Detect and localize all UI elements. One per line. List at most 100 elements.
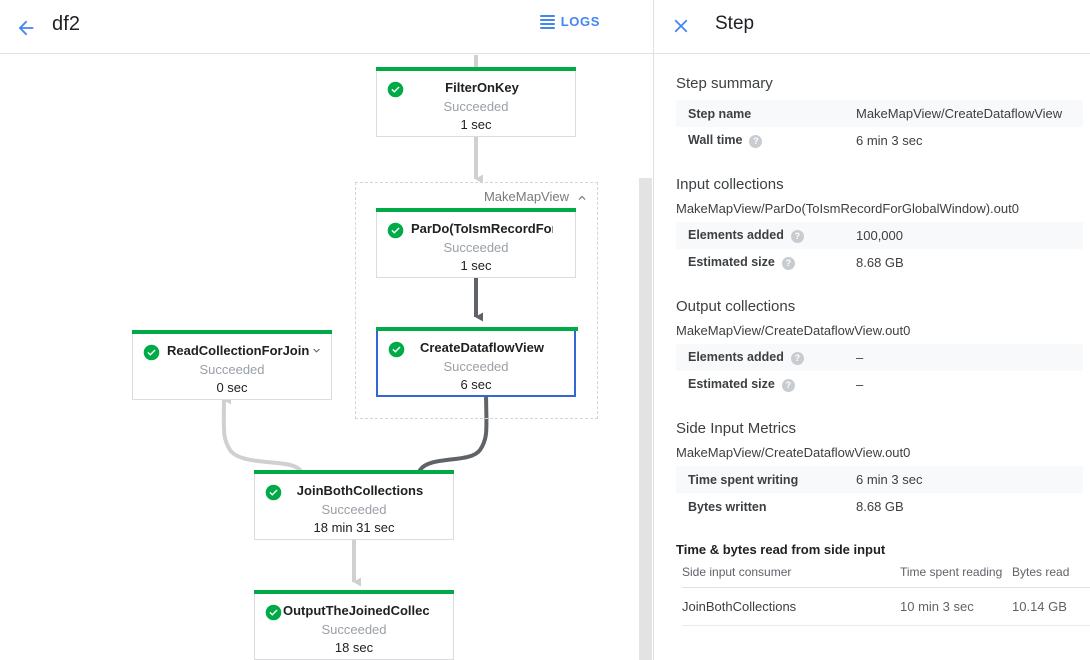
help-icon[interactable]: ? <box>781 378 795 392</box>
cell-time-spent-reading: 10 min 3 sec <box>900 587 1012 626</box>
section-title-output-collections: Output collections <box>676 298 796 315</box>
column-header-bytes-read: Bytes read <box>1012 561 1090 588</box>
cell-consumer: JoinBothCollections <box>682 587 900 626</box>
row-value: 6 min 3 sec <box>856 133 923 148</box>
step-details-panel: Step Step summary Step name MakeMapView/… <box>653 0 1090 660</box>
job-graph-header: df2 LOGS <box>0 0 653 54</box>
help-icon[interactable]: ? <box>749 134 763 148</box>
side-input-collection-name: MakeMapView/CreateDataflowView.out0 <box>676 445 911 460</box>
table-row: Elements added? 100,000 <box>676 222 1083 249</box>
check-circle-icon <box>265 604 282 621</box>
row-key-label: Estimated size <box>688 255 775 270</box>
row-key-label: Time spent writing <box>688 472 799 487</box>
help-icon[interactable]: ? <box>790 229 804 243</box>
node-duration: 1 sec <box>460 258 492 273</box>
node-name: FilterOnKey <box>445 80 519 95</box>
graph-node-pardo[interactable]: ParDo(ToIsmRecordFor… Succeeded 1 sec <box>376 208 576 278</box>
row-key-label: Estimated size <box>688 377 775 392</box>
output-collection-name: MakeMapView/CreateDataflowView.out0 <box>676 323 911 338</box>
row-value: 100,000 <box>856 228 903 243</box>
column-header-consumer: Side input consumer <box>682 561 900 588</box>
row-key-label: Elements added <box>688 228 784 243</box>
section-title-input-collections: Input collections <box>676 176 784 193</box>
step-summary-table: Step name MakeMapView/CreateDataflowView… <box>676 100 1083 154</box>
check-circle-icon <box>387 222 404 239</box>
graph-node-filteronkey[interactable]: FilterOnKey Succeeded 1 sec <box>376 67 576 137</box>
table-header-row: Side input consumer Time spent reading B… <box>682 561 1090 588</box>
graph-node-createdataflowview[interactable]: CreateDataflowView Succeeded 6 sec <box>376 327 578 397</box>
help-icon[interactable]: ? <box>781 256 795 270</box>
chevron-down-icon[interactable] <box>310 344 323 357</box>
back-arrow-icon[interactable] <box>10 12 42 44</box>
node-duration: 1 sec <box>460 117 492 132</box>
table-row: Bytes written 8.68 GB <box>676 493 1083 520</box>
table-row: Estimated size? 8.68 GB <box>676 249 1083 276</box>
table-row: Wall time? 6 min 3 sec <box>676 127 1083 154</box>
step-details-body: Step summary Step name MakeMapView/Creat… <box>654 55 1090 660</box>
row-value: 6 min 3 sec <box>856 472 923 487</box>
table-row: JoinBothCollections 10 min 3 sec 10.14 G… <box>682 587 1090 626</box>
help-icon[interactable]: ? <box>790 351 804 365</box>
graph-node-joinbothcollections[interactable]: JoinBothCollections Succeeded 18 min 31 … <box>254 470 454 540</box>
check-circle-icon <box>265 484 282 501</box>
logs-button[interactable]: LOGS <box>539 14 600 29</box>
node-status: Succeeded <box>443 99 509 114</box>
row-key: Step name <box>676 100 844 127</box>
row-value: 8.68 GB <box>856 255 904 270</box>
node-duration: 0 sec <box>216 380 248 395</box>
input-collection-name: MakeMapView/ParDo(ToIsmRecordForGlobalWi… <box>676 201 1019 216</box>
logs-label: LOGS <box>560 14 600 29</box>
status-bar <box>132 330 332 334</box>
node-status: Succeeded <box>199 362 265 377</box>
node-duration: 18 sec <box>334 640 374 655</box>
close-icon[interactable] <box>670 15 694 39</box>
status-bar <box>376 208 576 212</box>
chevron-up-icon[interactable] <box>575 191 589 205</box>
row-key: Wall time? <box>676 127 844 154</box>
list-icon <box>539 14 555 29</box>
row-value: 8.68 GB <box>856 499 904 514</box>
status-bar <box>376 67 576 71</box>
graph-node-readcollectionforjoin[interactable]: ReadCollectionForJoin Succeeded 0 sec <box>132 330 332 400</box>
row-key-label: Step name <box>688 106 752 121</box>
node-name: ParDo(ToIsmRecordFor… <box>411 221 553 236</box>
panel-title: Step <box>715 13 755 34</box>
side-input-table-title: Time & bytes read from side input <box>676 542 886 557</box>
row-key: Bytes written <box>676 493 844 520</box>
row-key: Estimated size? <box>676 249 844 276</box>
job-graph-canvas[interactable]: MakeMapView FilterOnKey Succeeded 1 sec <box>0 55 653 660</box>
graph-scrollbar[interactable] <box>639 55 652 660</box>
group-label: MakeMapView <box>483 189 569 204</box>
row-key-label: Wall time <box>688 133 743 148</box>
table-row: Estimated size? – <box>676 371 1083 398</box>
table-row: Elements added? – <box>676 344 1083 371</box>
node-status: Succeeded <box>321 502 387 517</box>
side-input-read-table: Side input consumer Time spent reading B… <box>682 561 1090 626</box>
node-status: Succeeded <box>321 622 387 637</box>
node-status: Succeeded <box>443 359 509 374</box>
status-bar <box>254 470 454 474</box>
output-collections-table: Elements added? – Estimated size? – <box>676 344 1083 398</box>
node-name: OutputTheJoinedCollec… <box>283 603 431 618</box>
section-title-step-summary: Step summary <box>676 75 773 92</box>
node-duration: 18 min 31 sec <box>313 520 395 535</box>
node-name: CreateDataflowView <box>419 340 545 355</box>
graph-node-outputthejoinedcollection[interactable]: OutputTheJoinedCollec… Succeeded 18 sec <box>254 590 454 660</box>
node-name: JoinBothCollections <box>296 483 424 498</box>
row-key: Estimated size? <box>676 371 844 398</box>
check-circle-icon <box>143 344 160 361</box>
row-key-label: Elements added <box>688 350 784 365</box>
node-status: Succeeded <box>443 240 509 255</box>
graph-scrollbar-thumb[interactable] <box>639 178 652 660</box>
row-key-label: Bytes written <box>688 499 767 514</box>
graph-group-makemapview[interactable]: MakeMapView <box>355 182 598 419</box>
row-key: Elements added? <box>676 222 844 249</box>
node-name: ReadCollectionForJoin <box>167 343 309 358</box>
status-bar <box>376 327 578 331</box>
column-header-time-spent-reading: Time spent reading <box>900 561 1012 588</box>
check-circle-icon <box>388 341 405 358</box>
step-panel-header: Step <box>654 0 1090 54</box>
status-bar <box>254 590 454 594</box>
row-key: Elements added? <box>676 344 844 371</box>
